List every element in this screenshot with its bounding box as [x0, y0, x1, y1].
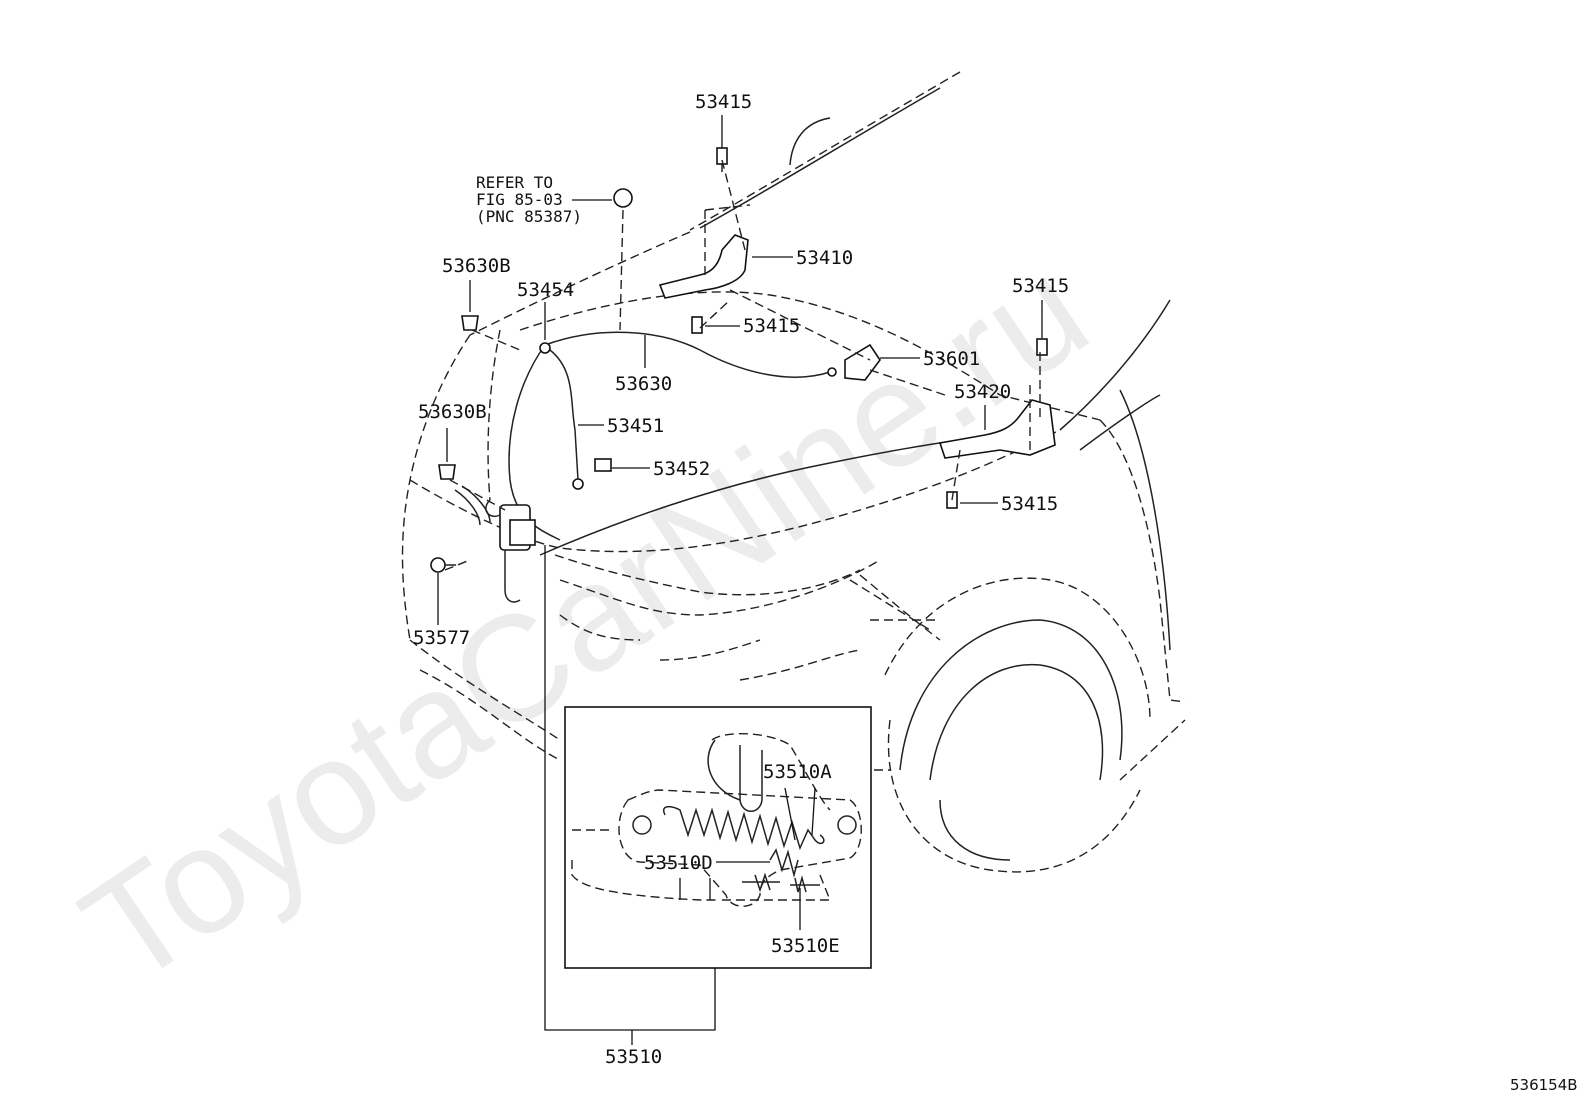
label-53415-lower: 53415 — [1001, 493, 1058, 515]
label-53510d: 53510D — [644, 852, 713, 874]
label-53630b-upper: 53630B — [442, 255, 511, 277]
label-53410: 53410 — [796, 247, 853, 269]
guide-lines — [444, 159, 1041, 571]
assembly-bracket: 53510 — [544, 545, 716, 1068]
hood-switch — [844, 343, 881, 381]
label-53601: 53601 — [923, 348, 980, 370]
refer-note-line3: (PNC 85387) — [476, 207, 582, 226]
support-rod — [454, 485, 491, 526]
callouts: 53415 53410 REFER TO FIG 85-03 (PNC 8538… — [413, 91, 1069, 649]
refer-note-line1: REFER TO — [476, 173, 553, 192]
label-53577: 53577 — [413, 627, 470, 649]
label-53510e: 53510E — [771, 935, 840, 957]
release-cable — [508, 331, 837, 541]
refer-note-line2: FIG 85-03 — [476, 190, 563, 209]
label-53420: 53420 — [954, 381, 1011, 403]
label-53415-top: 53415 — [695, 91, 752, 113]
label-53510: 53510 — [605, 1046, 662, 1068]
hood-lock — [485, 499, 536, 603]
hood-hinge-left — [658, 204, 751, 299]
label-53452: 53452 — [653, 458, 710, 480]
label-53630b-lower: 53630B — [418, 401, 487, 423]
detail-inset: 53510A 53510D 53510E — [564, 706, 872, 969]
hood-hinge-right — [938, 385, 1056, 459]
label-53454: 53454 — [517, 279, 574, 301]
label-53415-right: 53415 — [1012, 275, 1069, 297]
figure-code: 536154B — [1510, 1076, 1578, 1094]
label-53510a: 53510A — [763, 761, 832, 783]
label-53415-mid: 53415 — [743, 315, 800, 337]
label-53451: 53451 — [607, 415, 664, 437]
label-53630: 53630 — [615, 373, 672, 395]
